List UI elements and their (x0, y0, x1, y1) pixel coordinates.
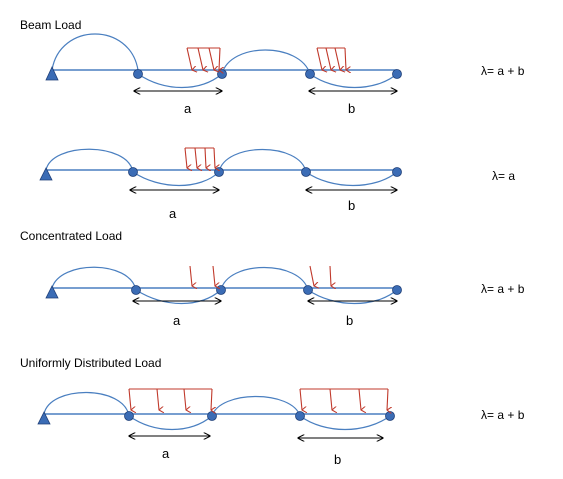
row2-load-arrow (204, 147, 206, 168)
row1-load-arrow (325, 47, 331, 70)
row4-udl-arrow (156, 388, 159, 410)
row3-mode-arc-2 (220, 266, 309, 291)
row1-load-arrow (334, 47, 340, 70)
heading-concentrated-load: Concentrated Load (20, 229, 122, 243)
row3-diagram: a b (45, 265, 402, 328)
row4-udl-arrow (358, 388, 361, 410)
row4-udl-arrow (299, 388, 302, 410)
row1-load-arrow (197, 47, 203, 70)
row3-label-b: b (346, 313, 353, 328)
row2-pin-support (39, 167, 53, 181)
row3-node-2 (216, 285, 226, 295)
row4-udl-arrow (183, 388, 186, 410)
row2-load-arrow (194, 147, 197, 168)
row2-load-arrow (213, 147, 215, 168)
row4-udl-2 (299, 388, 388, 410)
row4-diagram: a b (37, 388, 395, 467)
row4-label-a: a (162, 446, 170, 461)
row4-mode-arc-2 (211, 395, 301, 417)
row4-mode-arc-1 (43, 391, 130, 417)
row2-label-b: b (348, 198, 355, 213)
row4-formula: λ= a + b (481, 408, 525, 422)
row1-load-group-1 (186, 47, 220, 70)
row4-udl-1 (128, 388, 212, 410)
row2-mode-dip-1 (132, 171, 220, 187)
row1-diagram: a b (45, 33, 402, 116)
row4-udl-arrow (329, 388, 332, 410)
row2-load-arrow (184, 147, 187, 168)
row1-node-2 (217, 69, 227, 79)
row3-node-4 (392, 285, 402, 295)
row4-udl-arrow (211, 388, 212, 410)
row3-mode-arc-1 (51, 266, 137, 291)
row4-node-1 (124, 411, 134, 421)
row1-mode-arc-1 (51, 33, 139, 71)
row4-pin-support (37, 411, 51, 425)
row3-label-a: a (173, 313, 181, 328)
row2-mode-arc-1 (45, 148, 134, 173)
row1-label-a: a (184, 101, 192, 116)
row1-node-3 (305, 69, 315, 79)
row2-node-1 (128, 167, 138, 177)
row1-load-arrow (186, 47, 192, 70)
row3-formula: λ= a + b (481, 282, 525, 296)
row3-point-load-3 (309, 265, 314, 286)
row2-node-2 (214, 167, 224, 177)
row4-udl-arrow (387, 388, 388, 410)
row1-load-group-2 (316, 47, 346, 70)
row4-node-3 (295, 411, 305, 421)
row1-load-arrow (208, 47, 214, 70)
row4-label-b: b (334, 452, 341, 467)
row3-node-1 (131, 285, 141, 295)
row2-label-a: a (169, 206, 177, 221)
row1-pin-support (45, 66, 59, 81)
row1-mode-dip-2 (309, 73, 398, 89)
row1-node-1 (133, 69, 143, 79)
row1-label-b: b (348, 101, 355, 116)
row3-point-load-1 (189, 265, 192, 286)
row4-mode-dip-1 (128, 415, 213, 431)
row2-formula: λ= a (492, 169, 515, 183)
row2-node-3 (301, 167, 311, 177)
row1-load-arrow (344, 47, 346, 70)
row3-point-load-4 (329, 265, 331, 286)
row1-mode-dip-1 (137, 73, 223, 89)
row2-load-group (184, 147, 215, 168)
row4-udl-arrow (128, 388, 131, 410)
row1-load-arrow (219, 47, 220, 70)
heading-beam-load: Beam Load (20, 18, 81, 32)
row4-mode-dip-2 (299, 415, 391, 430)
row2-node-4 (392, 167, 402, 177)
row1-node-4 (392, 69, 402, 79)
row4-node-2 (207, 411, 217, 421)
row1-formula: λ= a + b (481, 64, 525, 78)
row3-pin-support (45, 285, 59, 299)
row2-diagram: a b (39, 147, 402, 221)
row3-node-3 (303, 285, 313, 295)
heading-uniform-load: Uniformly Distributed Load (20, 356, 161, 370)
row2-mode-dip-2 (305, 171, 398, 186)
row1-mode-arc-2 (221, 49, 311, 75)
row1-load-arrow (316, 47, 322, 70)
row3-point-load-2 (212, 265, 215, 286)
row4-node-4 (385, 411, 395, 421)
row2-mode-arc-2 (218, 148, 307, 173)
